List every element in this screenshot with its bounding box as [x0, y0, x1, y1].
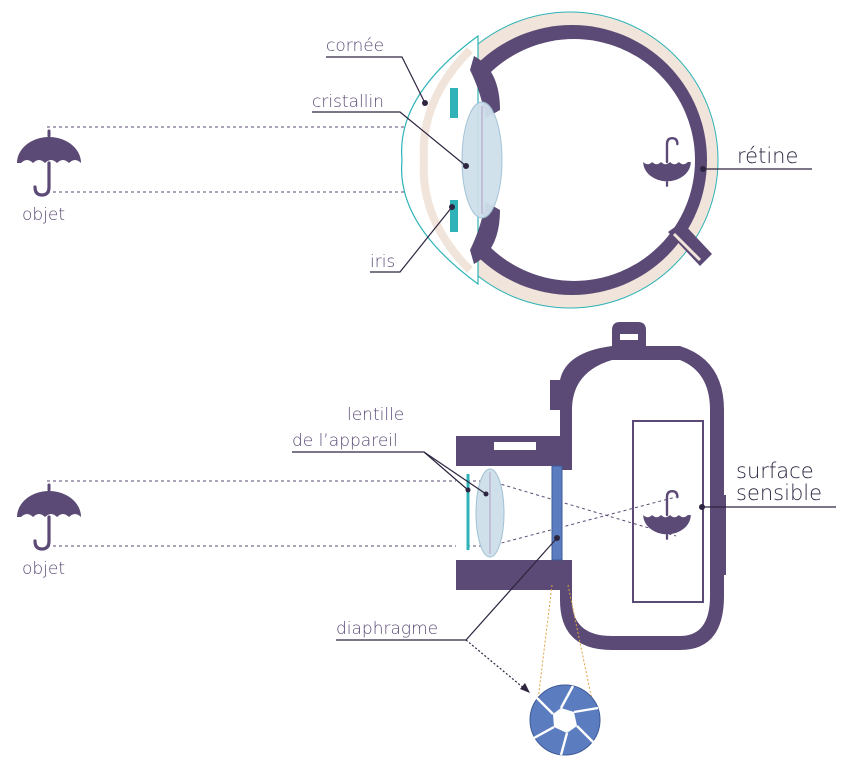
- camera-lens-dot-lens: [483, 491, 489, 497]
- optic-nerve: [668, 222, 712, 266]
- diaphragm-label: diaphragme: [336, 619, 438, 639]
- optic-nerve-core: [672, 232, 702, 262]
- camera-lens-leader-lens: [423, 451, 487, 495]
- camera-lens-label-line1: lentille: [347, 405, 404, 425]
- camera-ray-cross-down: [489, 480, 677, 537]
- lens-dot: [463, 163, 469, 169]
- cornea-label: cornée: [326, 36, 384, 56]
- eye-diagram: objet cornée cristallin iris rétine: [15, 11, 812, 309]
- camera-lens-label-line2: de l’appareil: [292, 431, 398, 451]
- sensor-dot: [699, 504, 705, 510]
- diaphragm-detail-pointer: [465, 639, 527, 691]
- aperture-projection-right: [567, 584, 593, 701]
- diaphragm-plate: [551, 465, 563, 561]
- aperture-icon: [529, 684, 601, 756]
- retina-dot: [700, 166, 706, 172]
- aperture-projection-left: [537, 584, 553, 701]
- camera-image-inverted-umbrella-icon: [642, 490, 692, 540]
- cornea-leader: [326, 56, 426, 104]
- camera-body: [550, 330, 724, 650]
- iris-label: iris: [370, 252, 395, 272]
- eye-object-umbrella-icon: [15, 129, 83, 197]
- iris-dot: [449, 204, 455, 210]
- ciliary-bottom: [470, 202, 500, 264]
- barrel-front-gap: [456, 466, 466, 560]
- cornea: [400, 34, 479, 286]
- camera-diagram: lentille de l’appareil diaphragme surfac…: [15, 322, 836, 756]
- camera-object-label: objet: [22, 559, 65, 579]
- diaphragm-pointer-arrow: [520, 683, 530, 693]
- eye-object-label: objet: [22, 205, 65, 225]
- sensor-label-line1: surface: [736, 459, 814, 483]
- ciliary-top: [470, 56, 500, 118]
- camera-lens-leader-glass: [292, 451, 469, 491]
- shutter-release-slot: [620, 334, 638, 340]
- lens-barrel-top: [456, 436, 568, 466]
- retina-label: rétine: [737, 144, 798, 168]
- camera-ray-cross-up: [489, 496, 677, 547]
- vitreous: [453, 39, 695, 281]
- camera-object-umbrella-icon: [15, 483, 83, 551]
- cornea-dot: [422, 100, 428, 106]
- shutter-release: [612, 322, 646, 330]
- iris-leader: [370, 206, 453, 273]
- sensor-label-line2: sensible: [736, 481, 822, 505]
- iris-top: [450, 88, 458, 118]
- barrel-slot: [494, 442, 536, 450]
- sensor-surface: [632, 420, 704, 603]
- diaphragm-dot: [554, 535, 560, 541]
- lens-leader: [312, 111, 467, 167]
- camera-grip: [710, 495, 726, 575]
- lens-barrel-bottom: [456, 560, 568, 590]
- camera-lens-dot-glass: [465, 487, 471, 493]
- cornea-rim: [419, 47, 473, 273]
- lens-label: cristallin: [312, 92, 384, 112]
